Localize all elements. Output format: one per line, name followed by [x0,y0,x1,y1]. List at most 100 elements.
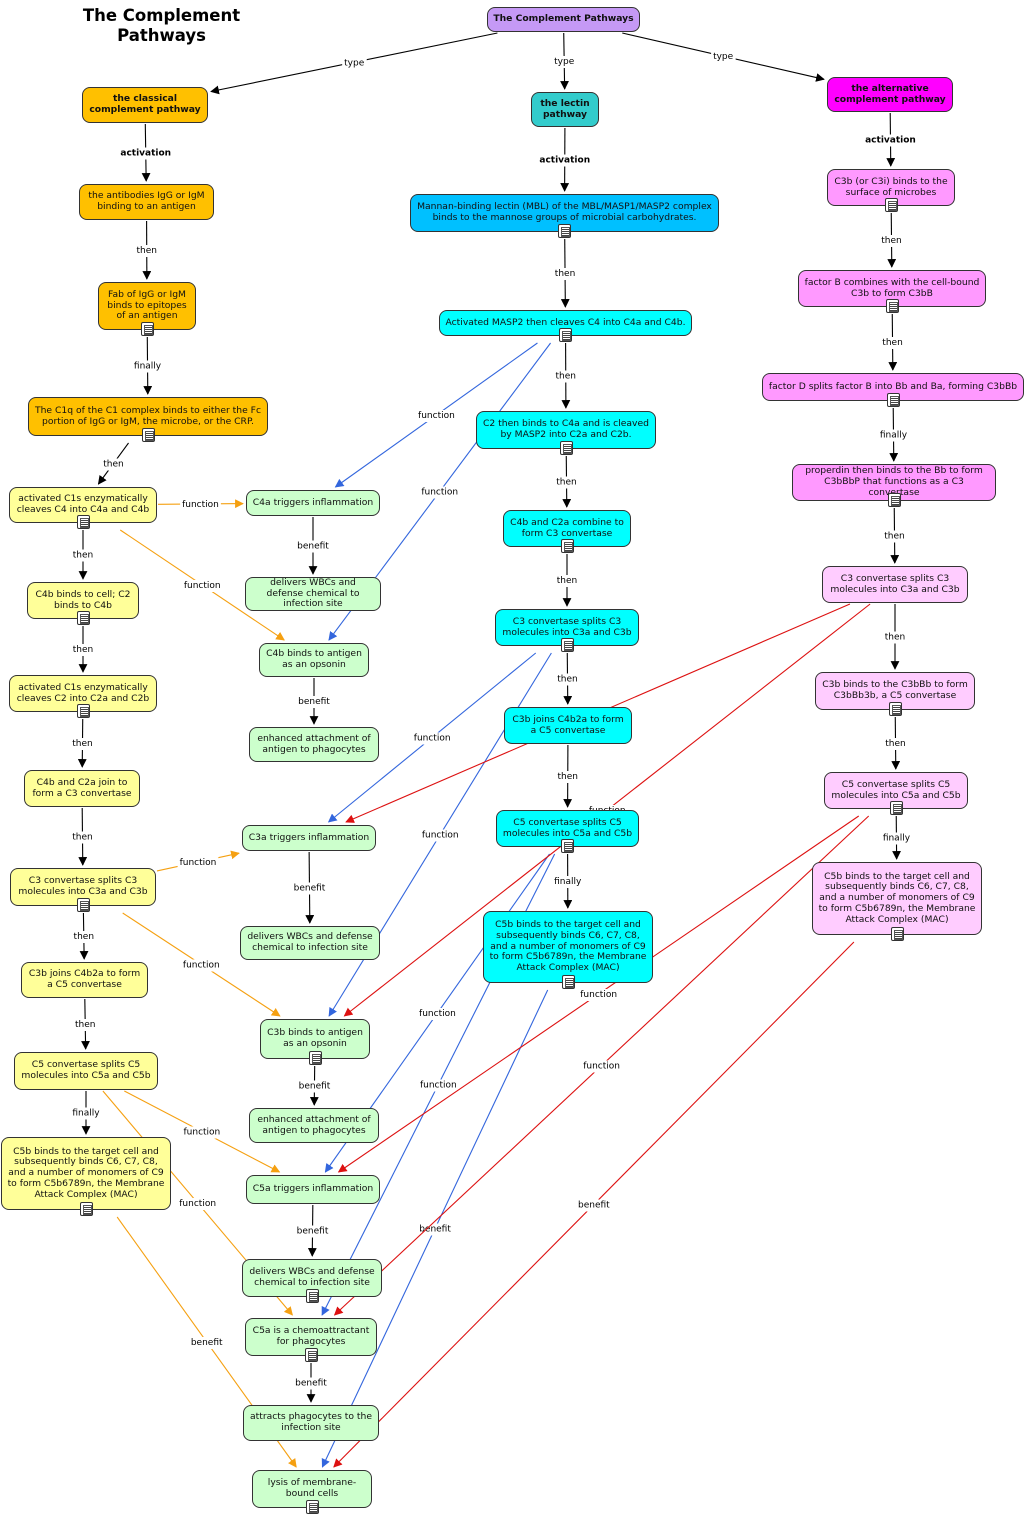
node-label: The C1q of the C1 complex binds to eithe… [34,404,262,427]
document-icon[interactable] [886,393,900,407]
node-classical-7[interactable]: C4b and C2a join to form a C3 convertase [24,770,140,807]
node-alternative-8[interactable]: C5b binds to the target cell and subsequ… [812,862,982,935]
link-label-bg [296,1080,333,1093]
node-label: Activated MASP2 then cleaves C4 into C4a… [445,316,686,328]
document-icon[interactable] [76,704,90,718]
node-label: C3b joins C4b2a to form a C5 convertase [512,713,624,736]
node-effect-enhanced-attachment-2[interactable]: enhanced attachment of antigen to phagoc… [249,1108,379,1143]
document-icon[interactable] [558,224,571,238]
document-icon[interactable] [560,539,574,553]
node-effect-c4a-inflammation[interactable]: C4a triggers inflammation [246,490,380,516]
document-icon[interactable] [304,1348,318,1362]
node-alternative-5[interactable]: C3 convertase splits C3 molecules into C… [822,566,968,603]
link-label: then [557,576,577,586]
node-classical-10[interactable]: C5 convertase splits C5 molecules into C… [14,1052,158,1090]
node-classical-1[interactable]: the antibodies IgG or IgM binding to an … [79,184,214,220]
document-icon[interactable] [141,428,155,442]
document-icon[interactable] [140,322,154,336]
link-label: benefit [191,1338,223,1348]
node-effect-enhanced-attachment[interactable]: enhanced attachment of antigen to phagoc… [249,727,379,762]
link-label-bg [883,738,908,750]
link-label: function [580,990,617,1000]
link-label-bg [880,337,905,349]
node-effect-c4b-opsonin[interactable]: C4b binds to antigen as an opsonin [259,643,369,677]
node-label: Fab of IgG or IgM binds to epitopes of a… [107,288,187,322]
link-label-bg [72,1019,98,1031]
node-lectin-3[interactable]: C2 then binds to C4a and is cleaved by M… [476,411,656,449]
node-label: C4b and C2a combine to form C3 convertas… [510,516,624,539]
link-label-bg [882,631,908,644]
node-effect-c5a-inflammation[interactable]: C5a triggers inflammation [246,1175,380,1204]
document-icon[interactable] [884,198,898,212]
link-label-bg [555,771,580,783]
node-label: C3b joins C4b2a to form a C5 convertase [28,968,141,990]
link-label: function [419,1009,456,1019]
node-lectin-8[interactable]: C5b binds to the target cell and subsequ… [483,911,653,983]
document-icon[interactable] [559,328,572,342]
node-lectin-4[interactable]: C4b and C2a combine to form C3 convertas… [503,510,631,547]
link-label-bg [417,1223,454,1236]
link-label: function [421,488,458,498]
link-label-bg [295,540,332,553]
link-label: type [554,57,575,67]
document-icon[interactable] [890,927,904,941]
document-icon[interactable] [888,702,902,716]
node-label: C3b binds to the C3bBb to form C3bBb3b, … [822,679,968,701]
node-label: C5b binds to the target cell and subsequ… [7,1145,165,1200]
document-icon[interactable] [305,1500,319,1514]
node-classical-pathway[interactable]: the classical complement pathway [82,87,208,123]
node-label: C4a triggers inflammation [252,496,374,508]
link-label-bg [552,268,578,280]
document-icon[interactable] [887,493,901,507]
link-label: then [881,236,901,246]
link-label-bg [118,147,174,160]
node-label: delivers WBCs and defense chemical to in… [266,576,360,610]
link-label-bg [552,876,585,888]
node-classical-6[interactable]: activated C1s enzymatically cleaves C2 i… [9,675,157,712]
link-label-bg [575,1199,613,1212]
document-icon[interactable] [76,611,90,625]
node-effect-delivers-wbcs[interactable]: delivers WBCs and defense chemical to in… [245,577,381,611]
link-label: then [136,246,156,256]
node-effect-delivers-wbcs-2[interactable]: delivers WBCs and defense chemical to in… [240,926,380,960]
node-effect-delivers-wbcs-3[interactable]: delivers WBCs and defense chemical to in… [242,1259,382,1297]
link-label: activation [539,156,590,166]
node-effect-attracts-phagocytes[interactable]: attracts phagocytes to the infection sit… [243,1405,379,1441]
link-label: benefit [295,1379,327,1389]
node-effect-c3a-inflammation[interactable]: C3a triggers inflammation [242,825,376,851]
node-alternative-pathway[interactable]: the alternative complement pathway [827,77,953,112]
node-label: C5 convertase splits C5 molecules into C… [502,816,633,839]
document-icon[interactable] [889,801,903,815]
node-lectin-6[interactable]: C3b joins C4b2a to form a C5 convertase [504,707,632,744]
link-label: benefit [299,1082,331,1092]
link-label-bg [877,429,910,442]
node-label: Mannan-binding lectin (MBL) of the MBL/M… [417,201,712,223]
link-label: then [103,460,123,470]
link-label-bg [553,370,578,383]
document-icon[interactable] [885,299,899,313]
link-label: finally [72,1109,100,1119]
node-label: enhanced attachment of antigen to phagoc… [257,1113,371,1136]
link-label: then [72,739,92,749]
link-label: then [555,269,575,279]
node-label: delivers WBCs and defense chemical to in… [249,1266,375,1288]
document-icon[interactable] [561,975,575,989]
document-icon[interactable] [308,1051,322,1065]
document-icon[interactable] [79,1202,93,1216]
document-icon[interactable] [561,839,574,853]
node-alternative-1[interactable]: C3b (or C3i) binds to the surface of mic… [827,169,955,206]
document-icon[interactable] [76,515,90,529]
document-icon[interactable] [560,638,574,652]
node-lectin-pathway[interactable]: the lectin pathway [531,92,599,127]
link-label-bg [70,738,95,750]
node-classical-11[interactable]: C5b binds to the target cell and subsequ… [1,1137,171,1210]
link-label-bg [296,696,333,708]
map-title: The Complement Pathways [82,6,241,45]
document-icon[interactable] [76,898,90,912]
node-root[interactable]: The Complement Pathways [487,7,640,32]
document-icon[interactable] [305,1289,319,1303]
document-icon[interactable] [559,441,573,455]
link-label-bg [417,1079,459,1092]
link-label: then [75,1020,95,1030]
node-classical-9[interactable]: C3b joins C4b2a to form a C5 convertase [21,962,148,998]
